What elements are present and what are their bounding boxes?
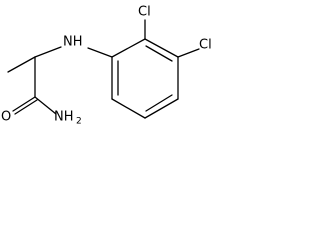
atom-label-carbonyl-o: O (1, 110, 11, 125)
structure-diagram: NH Cl Cl O NH 2 (0, 0, 227, 139)
bond-ch-nh (34, 46, 62, 58)
ring-inner-bond-c4-c5 (145, 94, 173, 112)
atom-label-chloro-2: Cl (199, 38, 212, 53)
ring-bond-c2-c3 (144, 38, 179, 58)
bond-c3-chloro (177, 48, 200, 58)
atom-label-amine-nh: NH (63, 35, 83, 50)
ring-bond-c5-c6 (111, 98, 146, 119)
ring-bond-c1-c2 (111, 38, 146, 58)
bond-carbonyl-double-1 (12, 96, 36, 112)
ring-bond-c4-c5 (144, 98, 179, 119)
atom-label-amide-nh2-subscript: 2 (76, 117, 82, 127)
bond-methyl-ch (7, 56, 36, 73)
bond-carbonyl-double-2 (14, 99, 38, 115)
bond-nh-ring (87, 47, 113, 58)
bond-carbonyl-nh2 (34, 96, 57, 115)
ring-inner-bond-c2-c3 (145, 45, 173, 62)
molecule-drawing: NH Cl Cl O NH 2 (1, 5, 212, 127)
atom-label-amide-nh2: NH (54, 110, 74, 125)
atom-label-chloro-1: Cl (138, 5, 151, 20)
